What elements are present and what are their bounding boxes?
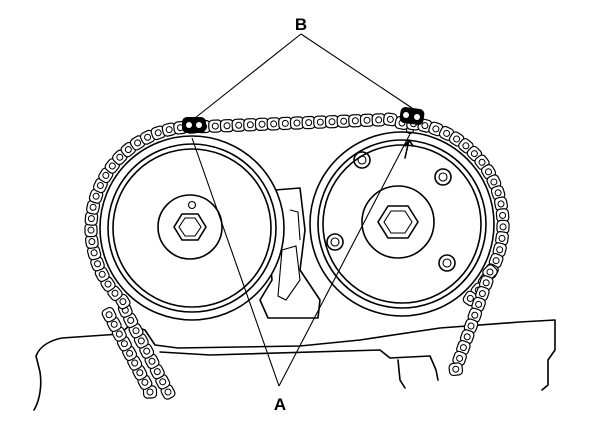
sprocket-hole	[434, 168, 452, 186]
right-camshaft-sprocket	[309, 125, 495, 317]
chain-link	[324, 115, 340, 129]
chain-link	[301, 115, 316, 130]
chain-link	[486, 174, 502, 190]
chain-link	[493, 196, 509, 212]
chain-link	[208, 119, 223, 133]
chain-link	[243, 118, 258, 132]
colored-chain-link-right	[399, 107, 425, 125]
left-sprocket-bolt	[173, 213, 207, 241]
sprocket-hole	[438, 254, 456, 272]
chain-link	[348, 114, 363, 128]
chain-link	[448, 362, 464, 377]
timing-chain	[84, 112, 510, 400]
chain-link	[490, 185, 506, 201]
chain-link	[254, 117, 270, 131]
chain-link	[84, 211, 99, 226]
chain-link	[336, 114, 351, 128]
left-camshaft-sprocket	[99, 135, 285, 321]
chain-link	[101, 306, 117, 323]
chain-link	[452, 350, 467, 367]
chain-link	[219, 119, 235, 133]
chain-link	[382, 112, 398, 127]
sprocket-hole	[353, 151, 371, 169]
callout-label-b: B	[295, 15, 307, 34]
right-sprocket-bolt	[377, 205, 419, 239]
chain-link	[278, 116, 293, 131]
colored-chain-link-left	[182, 117, 206, 133]
chain-link	[86, 245, 102, 261]
callout-leaders	[191, 33, 413, 387]
chain-link	[231, 118, 246, 132]
chain-link	[84, 222, 98, 238]
callout-label-a: A	[274, 395, 286, 414]
timing-mark-arrow	[404, 139, 414, 159]
chain-link	[289, 116, 305, 130]
sprocket-hole	[326, 233, 344, 251]
chain-link	[86, 199, 101, 215]
chain-link	[161, 122, 177, 137]
chain-link	[496, 219, 510, 235]
chain-link	[495, 208, 510, 223]
